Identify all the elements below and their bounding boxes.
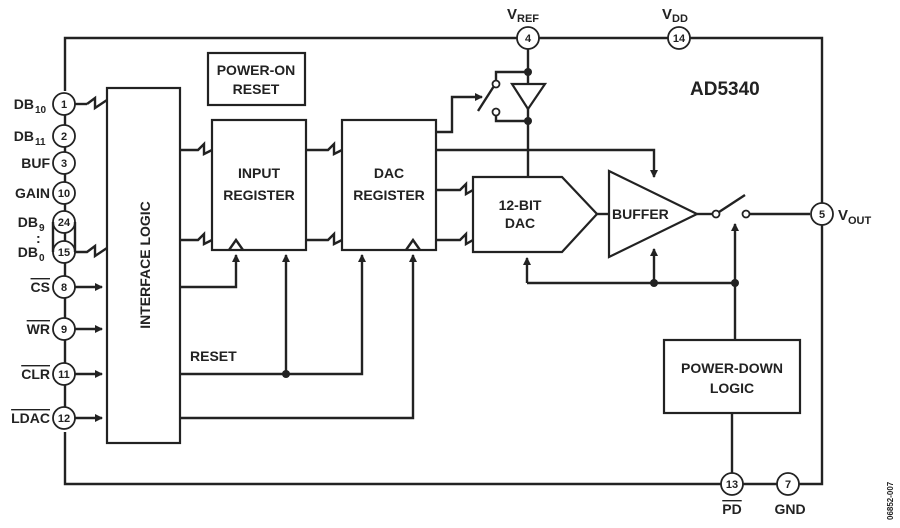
cs-control-line: [180, 254, 240, 289]
input-register-label-2: REGISTER: [223, 187, 295, 203]
pin-label: V: [507, 6, 517, 23]
pin-number: 7: [785, 479, 791, 491]
vref-switch-bottom-wire: [494, 116, 528, 123]
pin-buf: 3 BUF: [21, 151, 76, 175]
pin-number: 4: [525, 33, 532, 45]
pin-label: BUF: [21, 155, 50, 171]
pin-label: DB: [14, 96, 34, 112]
interface-logic-label: INTERFACE LOGIC: [137, 201, 153, 329]
pin-label: WR: [27, 321, 50, 337]
pin-number: 3: [61, 158, 67, 170]
pin-label: PD: [722, 501, 741, 517]
junction-dot: [731, 279, 739, 287]
pin-vref: 4 V REF: [507, 6, 540, 50]
pin-pd: 13 PD: [720, 472, 744, 517]
pin-clr: 11 CLR: [21, 362, 103, 386]
junction-dot: [650, 279, 658, 287]
input-register-label: INPUT: [238, 165, 280, 181]
pin-label: V: [662, 6, 672, 23]
power-on-reset-block: [206, 51, 307, 107]
pin-label: DB: [18, 214, 38, 230]
pin-gain: 10 GAIN: [15, 181, 76, 205]
pin-label-sub: REF: [517, 13, 539, 25]
power-down-label-2: LOGIC: [710, 380, 754, 396]
reset-line: [180, 254, 366, 376]
pin-number: 15: [58, 247, 70, 259]
pin-number: 5: [819, 209, 825, 221]
power-down-label: POWER-DOWN: [681, 360, 783, 376]
vref-switch-icon: [476, 85, 496, 112]
pin-label: GAIN: [15, 185, 50, 201]
pin-label-sub: 0: [39, 253, 45, 264]
figure-id: 06852-007: [886, 481, 895, 520]
vref-switch-top-wire: [494, 70, 528, 80]
ellipsis-dots: :: [36, 230, 41, 246]
pin-label: LDAC: [11, 410, 50, 426]
switch-terminal: [711, 209, 721, 219]
dac-register-label-2: REGISTER: [353, 187, 425, 203]
pin-number: 2: [61, 131, 67, 143]
pin-gnd: 7 GND: [774, 472, 806, 517]
pin-number: 11: [58, 369, 70, 381]
chip-outline: [63, 36, 824, 486]
switch-terminal: [741, 209, 751, 219]
pin-number: 13: [726, 479, 738, 491]
pin-label-sub: 11: [35, 137, 46, 148]
pin-label-sub: 10: [35, 105, 47, 116]
dac-label-2: DAC: [505, 215, 535, 231]
reset-label: RESET: [190, 348, 237, 364]
twelve-bit-dac-block: [471, 175, 599, 254]
input-register-clock-icon: [228, 237, 244, 251]
pin-vdd: 14 V DD: [662, 6, 691, 50]
switch-terminal: [491, 107, 501, 117]
vref-switch-control: [436, 93, 483, 134]
pin-label-sub: DD: [672, 13, 688, 25]
part-number-label: AD5340: [690, 79, 760, 100]
pin-number: 14: [673, 33, 686, 45]
pin-number: 12: [58, 413, 70, 425]
pin-number: 9: [61, 324, 67, 336]
buf-control-line: [436, 148, 658, 178]
input-register-block: [210, 118, 308, 252]
pin-ldac: 12 LDAC: [11, 406, 103, 430]
output-switch-icon: [718, 193, 746, 214]
ldac-control-line: [180, 254, 417, 420]
bus-bracket: [51, 222, 77, 252]
power-down-logic-block: [662, 338, 802, 415]
pin-label: CLR: [21, 366, 50, 382]
pin-label-sub: OUT: [848, 215, 872, 227]
pin-label-sub: 9: [39, 223, 45, 234]
pin-number: 8: [61, 282, 67, 294]
buffer-label: BUFFER: [612, 206, 669, 222]
junction-dot: [282, 370, 290, 378]
pin-number: 1: [61, 99, 67, 111]
pin-label: DB: [14, 128, 34, 144]
dac-register-label: DAC: [374, 165, 404, 181]
power-on-reset-label: POWER-ON: [217, 62, 296, 78]
interface-logic-block: [105, 86, 182, 445]
pin-label: CS: [31, 279, 50, 295]
pin-label: DB: [18, 244, 38, 260]
pin-number: 24: [58, 217, 71, 229]
pin-cs: 8 CS: [31, 275, 103, 299]
dac-label: 12-BIT: [499, 197, 542, 213]
dac-register-clock-icon: [405, 237, 421, 251]
pin-vout: 5 V OUT: [810, 202, 872, 227]
pin-label: V: [838, 207, 848, 224]
dac-register-block: [340, 118, 438, 252]
power-on-reset-label-2: RESET: [233, 81, 280, 97]
buffer-amplifier: [607, 169, 700, 259]
pin-wr: 9 WR: [27, 317, 103, 341]
vref-buffer-icon: [509, 82, 548, 111]
data-buses: [75, 95, 474, 259]
pin-number: 10: [58, 188, 70, 200]
pin-label: GND: [774, 501, 805, 517]
switch-terminal: [491, 79, 501, 89]
